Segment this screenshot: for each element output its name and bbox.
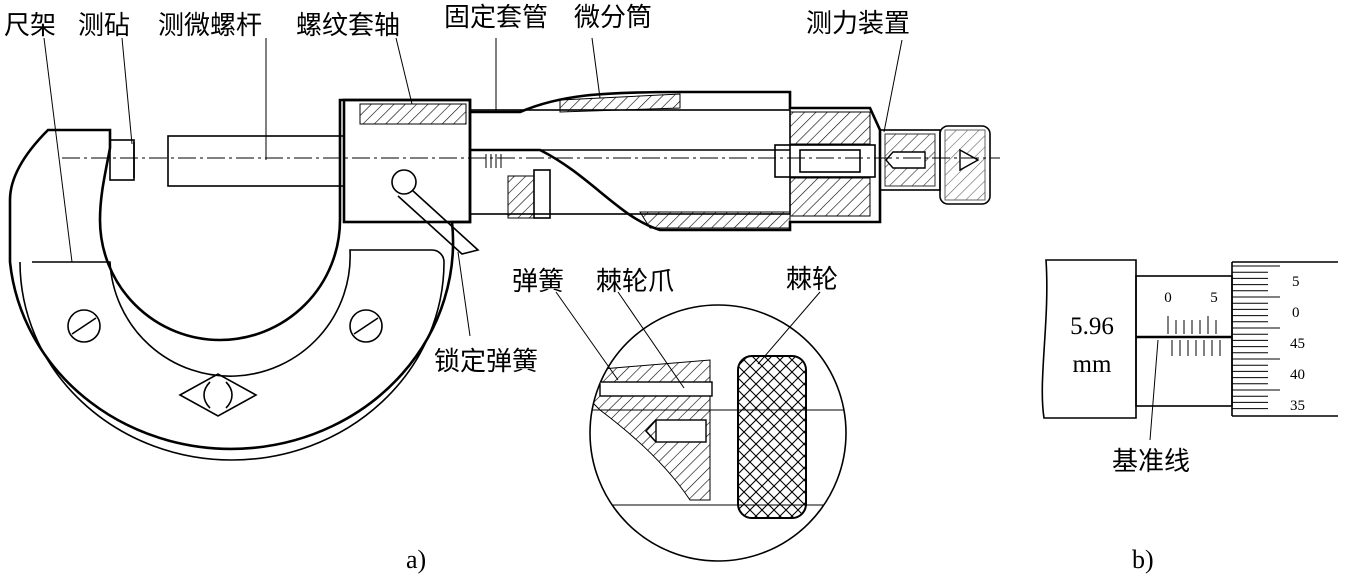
sleeve-tick-5: 5 — [1210, 290, 1218, 306]
label-thimble: 微分筒 — [574, 3, 652, 33]
lock-screw-icon — [67, 309, 383, 343]
caption-b: b) — [1132, 545, 1154, 574]
label-fixed-sleeve: 固定套管 — [444, 3, 548, 33]
leader-lines — [43, 37, 903, 389]
ratchet-detail — [589, 304, 847, 562]
label-ratchet-pawl: 棘轮爪 — [596, 267, 674, 297]
sleeve-tick-0: 0 — [1164, 290, 1172, 306]
label-frame: 尺架 — [4, 11, 56, 41]
thimble-tick-40: 40 — [1290, 367, 1305, 383]
reading-example: 5.96 mm 0 5 5 0 45 40 35 基准线 b) — [1041, 259, 1338, 574]
thimble-tick-35: 35 — [1290, 398, 1305, 414]
label-datum-line: 基准线 — [1112, 447, 1190, 477]
label-force-device: 测力装置 — [806, 9, 910, 39]
frame-body — [8, 98, 472, 451]
thimble-ticks — [1232, 265, 1280, 410]
frame-inner-outline — [19, 249, 445, 461]
reading-value: 5.96 — [1070, 313, 1114, 340]
lock-knob — [391, 169, 417, 195]
label-lock-spring: 锁定弹簧 — [434, 347, 538, 377]
maker-logo-icon — [178, 373, 258, 417]
thimble-tick-0: 0 — [1292, 305, 1300, 321]
anvil — [109, 139, 135, 181]
reading-box — [1041, 259, 1137, 419]
thimble-tick-45: 45 — [1290, 336, 1305, 352]
micrometer-drawing: 尺架 测砧 测微螺杆 螺纹套轴 固定套管 微分筒 测力装置 锁定弹簧 弹簧 棘轮… — [4, 3, 1000, 574]
label-spindle: 测微螺杆 — [158, 11, 262, 41]
label-anvil: 测砧 — [78, 11, 130, 41]
label-ratchet: 棘轮 — [786, 265, 838, 295]
knurl-pattern — [737, 355, 807, 519]
caption-a: a) — [406, 545, 426, 574]
spindle — [167, 135, 345, 187]
thimble-tick-5: 5 — [1292, 274, 1300, 290]
reading-unit: mm — [1073, 351, 1112, 378]
label-sleeve-shaft: 螺纹套轴 — [296, 11, 400, 41]
label-spring: 弹簧 — [512, 267, 564, 297]
